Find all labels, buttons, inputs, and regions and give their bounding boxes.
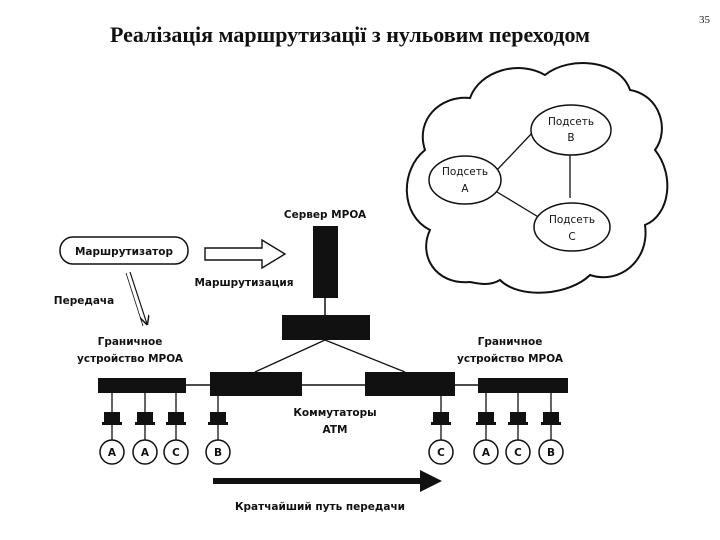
edge-right-label-1: Граничное <box>478 336 543 348</box>
subnet-b: Подсеть B <box>530 104 612 156</box>
host-right-4-label: B <box>547 447 555 459</box>
subnet-a-letter: A <box>461 183 469 195</box>
host-left-3: C <box>163 393 189 465</box>
host-right-3: C <box>505 393 531 465</box>
host-right-3-label: C <box>514 447 522 459</box>
subnet-b-letter: B <box>567 132 574 144</box>
router-label: Маршрутизатор <box>75 246 173 258</box>
host-left-4: B <box>205 396 231 465</box>
subnet-c-label: Подсеть <box>549 214 595 226</box>
subnet-c: Подсеть C <box>533 202 611 252</box>
host-right-1-label: C <box>437 447 445 459</box>
subnet-b-label: Подсеть <box>548 116 594 128</box>
link-a-c <box>496 191 546 222</box>
shortest-path-label: Кратчайший путь передачи <box>235 501 405 513</box>
edge-device-right <box>478 378 568 393</box>
edge-device-left <box>98 378 186 393</box>
subnet-a: Подсеть A <box>428 155 502 205</box>
host-right-2-label: A <box>482 447 491 459</box>
host-left-4-label: B <box>214 447 222 459</box>
atm-switch-right <box>365 372 455 396</box>
routing-arrow <box>204 238 287 270</box>
subnet-a-label: Подсеть <box>442 166 488 178</box>
router-box <box>59 236 189 265</box>
link-a-b <box>496 131 534 171</box>
transfer-arrow <box>129 271 147 324</box>
edge-left-label-1: Граничное <box>98 336 163 348</box>
slide-title: Реалізація маршрутизації з нульовим пере… <box>109 22 591 47</box>
mpoa-server-label: Сервер MPOA <box>284 209 367 221</box>
switches-label-2: ATM <box>323 424 348 436</box>
edge-right-label-2: устройство MPOA <box>457 353 564 365</box>
host-right-2: A <box>473 393 499 465</box>
shortest-path-shaft <box>213 478 423 484</box>
atm-switch-left <box>210 372 302 396</box>
page-number: 35 <box>699 14 710 26</box>
host-left-3-label: C <box>172 447 180 459</box>
mpoa-server-switch <box>282 315 370 340</box>
transfer-label: Передача <box>54 295 114 307</box>
routing-label: Маршрутизация <box>194 277 293 289</box>
host-left-1: A <box>99 393 125 465</box>
host-left-2-label: A <box>141 447 150 459</box>
host-left-1-label: A <box>108 447 117 459</box>
switches-label-1: Коммутаторы <box>293 407 376 419</box>
host-right-1: C <box>428 396 454 465</box>
subnet-c-letter: C <box>568 231 575 243</box>
shortest-path-arrowhead <box>420 470 442 492</box>
mpoa-server <box>313 226 338 298</box>
host-left-2: A <box>132 393 158 465</box>
host-right-4: B <box>538 393 564 465</box>
edge-left-label-2: устройство MPOA <box>77 353 184 365</box>
